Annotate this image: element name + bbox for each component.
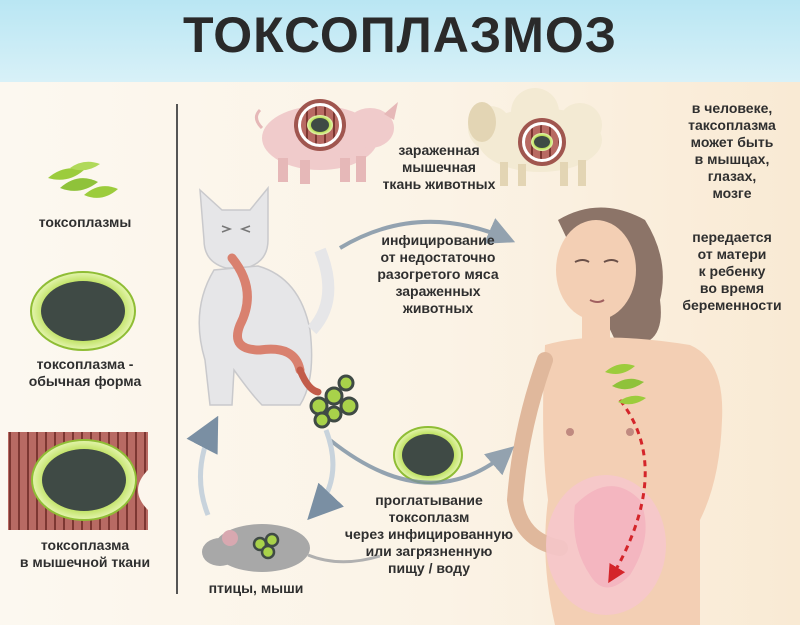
label-in-human: в человеке, таксоплазма может быть в мыш… — [688, 100, 776, 201]
legend-normal-form-label: токсоплазма - обычная форма — [28, 356, 142, 389]
cat-illustration — [198, 185, 359, 429]
cyst-normal-icon — [30, 271, 136, 351]
arrow-meat-to-human — [338, 218, 516, 250]
label-birds-mice: птицы, мыши — [208, 580, 304, 596]
cyst-swallowed-icon — [393, 426, 463, 484]
label-infected-tissue: зараженная мышечная ткань животных — [382, 142, 496, 192]
label-infection-meat: инфицирование от недостаточно разогретог… — [377, 232, 499, 316]
arrow-mouse-to-cat — [186, 415, 219, 516]
label-swallowing: проглатывание токсоплазм через инфициров… — [344, 492, 514, 576]
pig-illustration — [255, 99, 398, 184]
sheep-illustration — [468, 88, 602, 186]
legend-divider — [176, 104, 178, 594]
label-transmitted: передается от матери к ребенку во время … — [682, 229, 782, 313]
legend-toxoplasma-label: токсоплазмы — [38, 214, 132, 230]
toxoplasma-icon — [48, 161, 118, 198]
arrow-cyst-to-human — [328, 438, 515, 485]
pregnant-woman-illustration — [506, 207, 723, 625]
muscle-tissue-icon — [8, 432, 148, 530]
header-band — [0, 0, 800, 82]
arrow-cat-to-mouse — [307, 429, 344, 521]
legend-muscle-label: токсоплазма в мышечной ткани — [19, 537, 151, 570]
mouse-illustration — [202, 524, 381, 572]
page-title: ТОКСОПЛАЗМОЗ — [182, 7, 618, 63]
